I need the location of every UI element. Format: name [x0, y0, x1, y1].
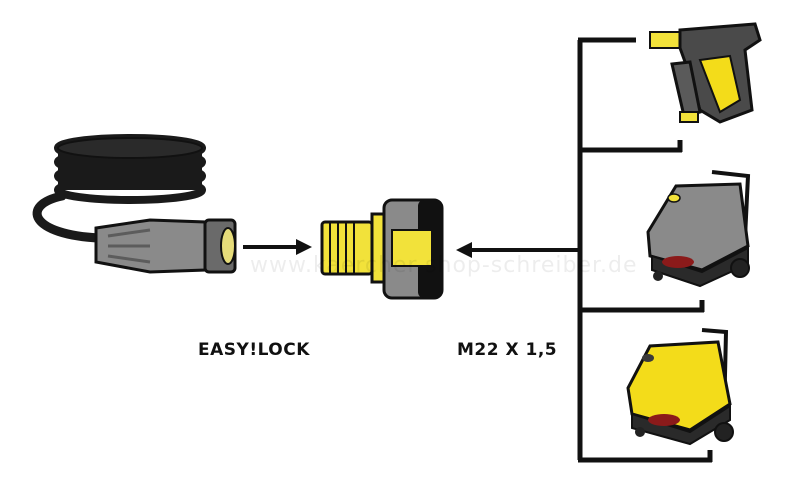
- arrow-left: [456, 242, 580, 258]
- thread-size-label: M22 X 1,5: [457, 340, 558, 360]
- connection-bracket: [577, 37, 713, 463]
- hose-with-easylock-coupling-icon: [32, 134, 237, 274]
- grey-pressure-washer-icon: [646, 170, 751, 288]
- arrow-right: [243, 239, 312, 255]
- watermark-text: www.kaercher-shop-schreiber.de: [250, 253, 638, 278]
- easylock-label: EASY!LOCK: [198, 340, 310, 360]
- yellow-pressure-washer-icon: [626, 328, 734, 446]
- adapter-icon: [320, 198, 444, 300]
- trigger-gun-icon: [649, 22, 762, 124]
